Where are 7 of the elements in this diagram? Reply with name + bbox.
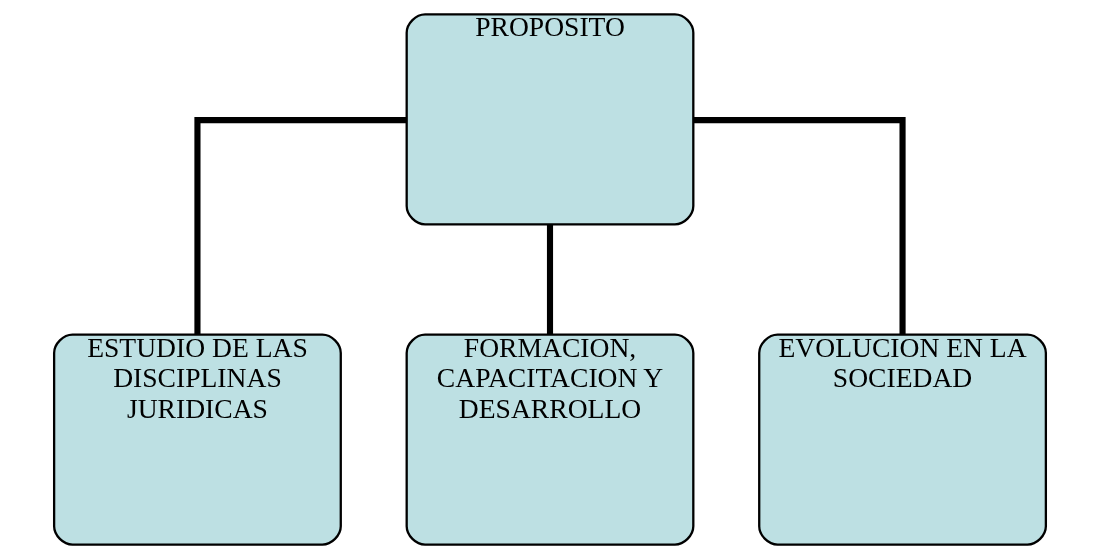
connector — [692, 117, 906, 335]
connector — [193, 117, 407, 335]
node-box: ESTUDIO DE LAS DISCIPLINAS JURIDICAS — [52, 333, 342, 546]
node-box: EVOLUCION EN LA SOCIEDAD — [757, 333, 1047, 546]
node-box: FORMACION, CAPACITACION Y DESARROLLO — [405, 333, 694, 546]
node-box: PROPOSITO — [405, 13, 694, 226]
connector — [546, 224, 553, 335]
